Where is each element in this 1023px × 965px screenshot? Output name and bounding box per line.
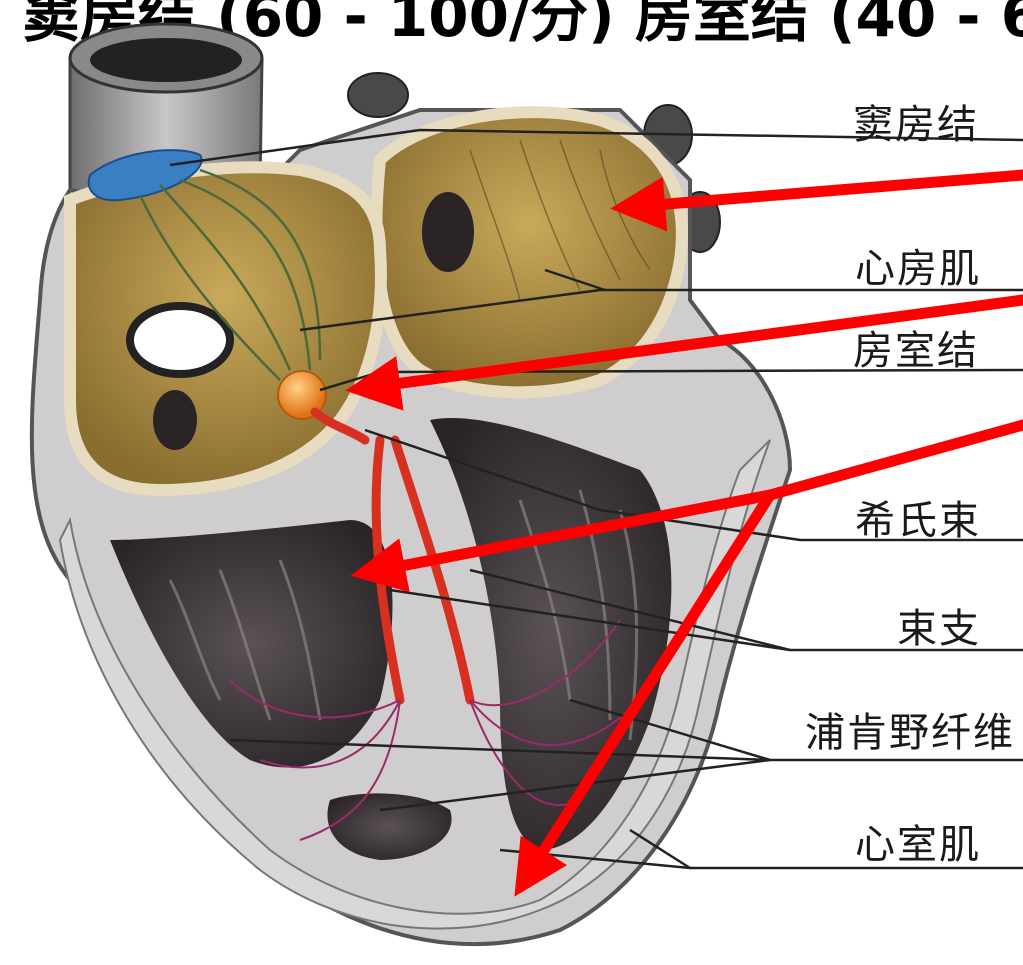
vena-cava-opening: [130, 306, 230, 374]
coronary-sinus-opening: [153, 390, 197, 450]
label-bundle-branches: 束支: [897, 596, 981, 654]
pulmonary-vein-opening: [422, 192, 474, 272]
label-purkinje-fibers: 浦肯野纤维: [805, 700, 1015, 758]
label-atrioventricular-node: 房室结: [853, 318, 979, 376]
label-atrial-muscle: 心房肌: [855, 236, 981, 294]
label-sinoatrial-node: 窦房结: [853, 92, 979, 150]
label-bundle-of-his: 希氏束: [855, 488, 981, 546]
label-ventricular-muscle: 心室肌: [855, 812, 981, 870]
